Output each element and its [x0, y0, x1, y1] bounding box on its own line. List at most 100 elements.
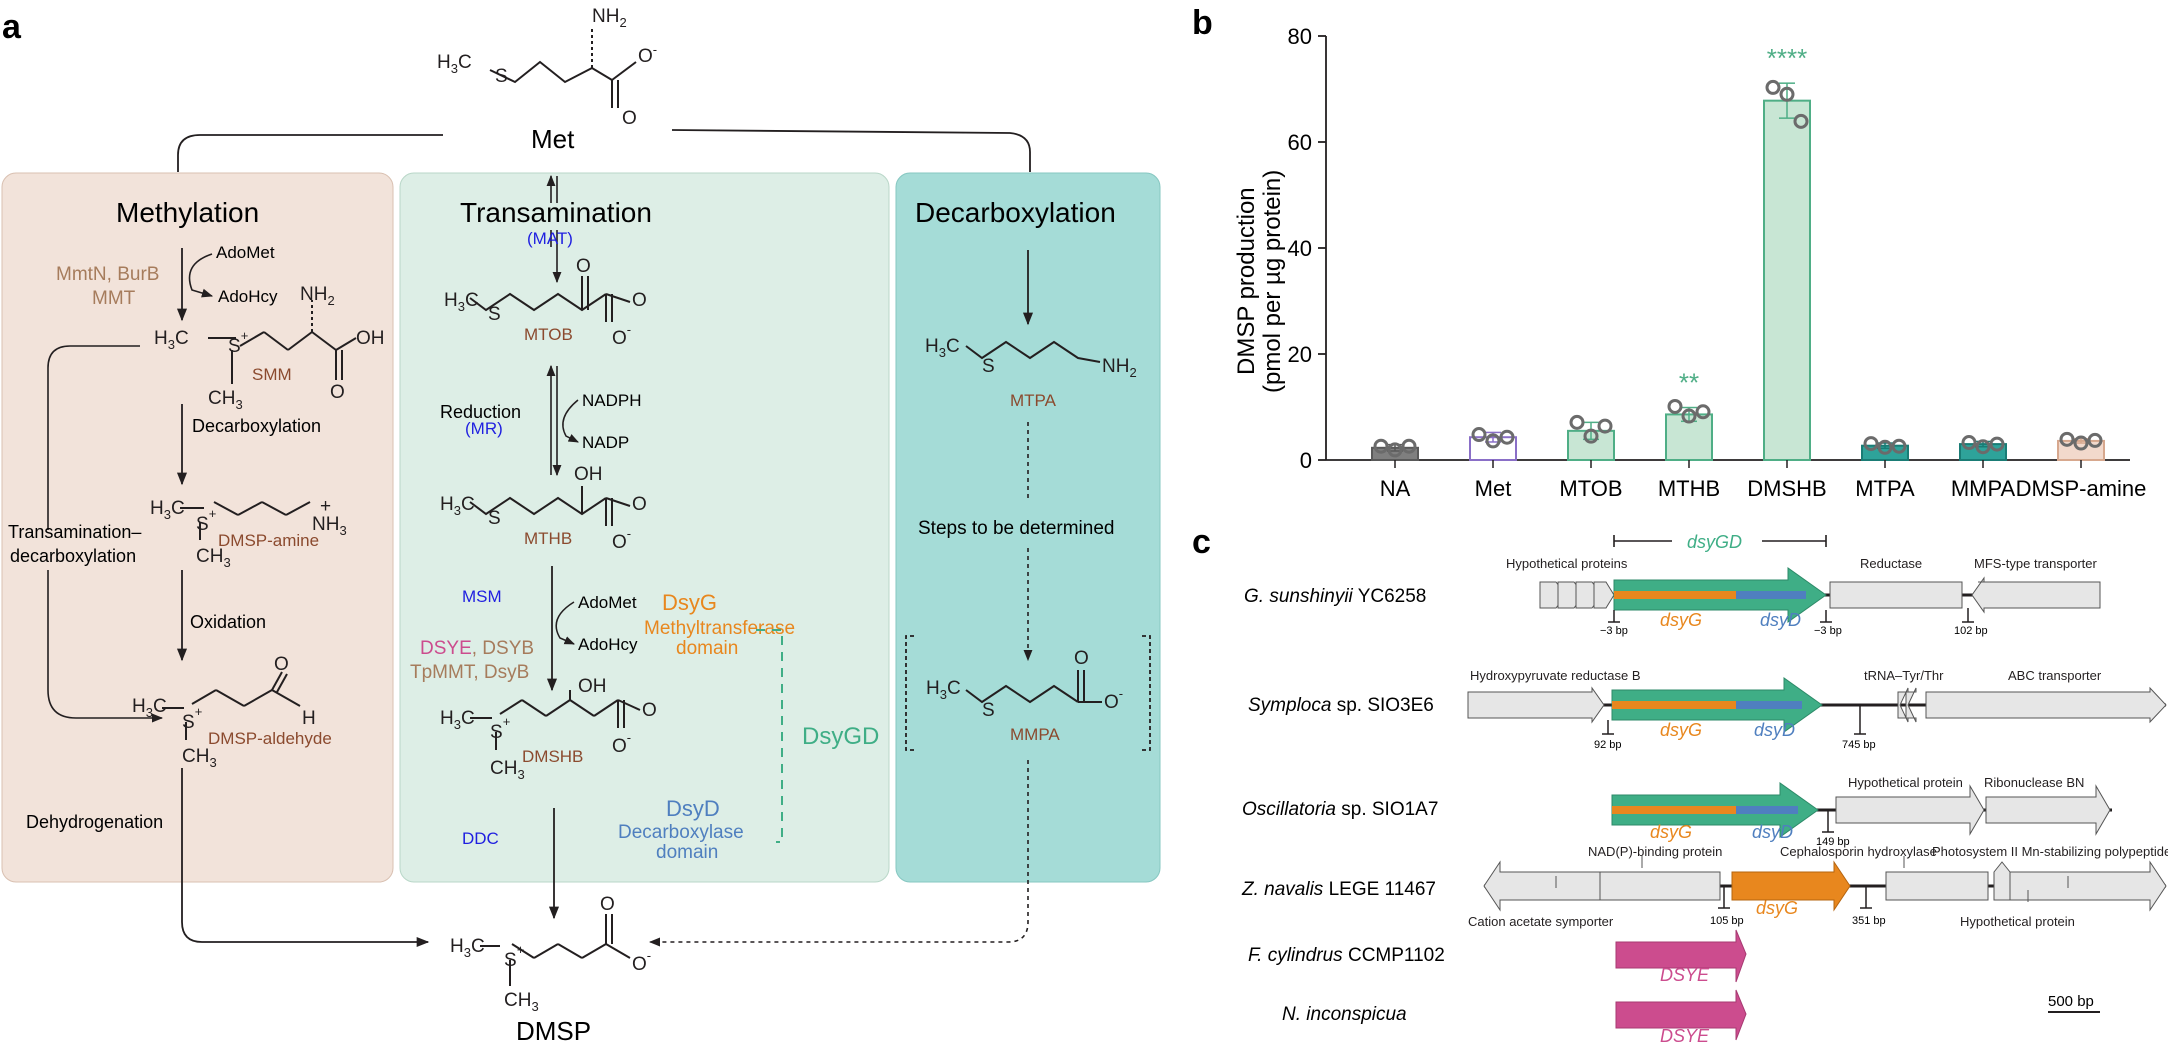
organism-5: F. cylindrus CCMP1102: [1248, 945, 1445, 966]
svg-text:O-: O-: [612, 526, 631, 553]
chart-significance: ******: [1679, 43, 1807, 397]
met-label: Met: [531, 124, 575, 154]
cluster-row-6: DSYE: [1615, 989, 1747, 1046]
svg-text:S: S: [495, 66, 508, 87]
dsye-name: DSYE: [420, 638, 472, 659]
y-tick-label: 80: [1288, 24, 1312, 49]
trans-adohcy: AdoHcy: [578, 635, 638, 654]
data-point: [1793, 113, 1809, 129]
svg-text:CH3: CH3: [504, 990, 539, 1014]
r5-dsye: DSYE: [1660, 965, 1710, 985]
y-tick-label: 40: [1288, 236, 1312, 261]
panel-c-letter: c: [1192, 523, 1211, 561]
r2-trna: tRNA–Tyr/Thr: [1864, 668, 1944, 683]
svg-text:S: S: [488, 304, 501, 325]
svg-text:O: O: [632, 290, 647, 311]
decarboxylation-title: Decarboxylation: [915, 197, 1116, 228]
chart-bars: [1371, 99, 2105, 462]
r1-mfs: MFS-type transporter: [1974, 556, 2097, 571]
transamination-box: [399, 172, 890, 883]
methyltransferase-2: domain: [676, 638, 738, 659]
dmsp-amine-label: DMSP-amine: [218, 531, 319, 550]
met-nh2: NH2: [592, 6, 627, 30]
data-point: [1695, 404, 1711, 420]
reduction-label: Reduction: [440, 402, 521, 422]
r4-dsyg: dsyG: [1756, 898, 1798, 918]
svg-text:O-: O-: [1104, 686, 1123, 713]
r3-rnase: Ribonuclease BN: [1984, 775, 2084, 790]
significance-marker: ****: [1767, 43, 1807, 73]
data-point: [1569, 414, 1585, 430]
svg-text:S: S: [488, 508, 501, 529]
svg-text:O: O: [1074, 648, 1089, 669]
oxidation-label: Oxidation: [190, 612, 266, 632]
svg-text:H3C: H3C: [440, 708, 475, 732]
svg-text:O: O: [274, 654, 289, 675]
x-tick-label: DMSHB: [1747, 476, 1826, 501]
r2-bp1: 92 bp: [1594, 739, 1622, 751]
r4-cat: Cation acetate symporter: [1468, 914, 1614, 929]
svg-text:O-: O-: [632, 948, 651, 975]
smm-label: SMM: [252, 365, 292, 384]
methylation-adomet: AdoMet: [216, 243, 275, 262]
svg-text:O-: O-: [612, 322, 631, 349]
svg-text:O-: O-: [638, 42, 657, 67]
cluster-row-1: Hypothetical proteins Reductase MFS-type…: [1506, 556, 2101, 637]
chart-points: [1373, 79, 2103, 458]
steps-label: Steps to be determined: [918, 518, 1114, 539]
x-tick-label: NA: [1380, 476, 1411, 501]
transamination-title: Transamination: [460, 197, 652, 228]
svg-text:S: S: [982, 700, 995, 721]
scale-bar-label: 500 bp: [2048, 993, 2094, 1010]
data-point: [1597, 418, 1613, 434]
panel-a-letter: a: [2, 8, 22, 46]
cluster-row-2: Hydroxypyruvate reductase B tRNA–Tyr/Thr…: [1467, 668, 2167, 751]
r1-hyp: Hypothetical proteins: [1506, 556, 1628, 571]
organism-4: Z. navalis LEGE 11467: [1241, 879, 1436, 900]
methylation-adohcy: AdoHcy: [218, 287, 278, 306]
data-point: [1373, 438, 1389, 454]
x-tick-label: MTOB: [1559, 476, 1622, 501]
r1-dsyd: dsyD: [1760, 610, 1801, 630]
ddc-label: DDC: [462, 829, 499, 848]
organism-3: Oscillatoria sp. SIO1A7: [1242, 799, 1438, 820]
data-point: [1485, 433, 1501, 449]
dsygd-bracket-label: dsyGD: [1687, 532, 1742, 552]
data-point: [2073, 435, 2089, 451]
organism-6: N. inconspicua: [1282, 1004, 1407, 1025]
r2-bp2: 745 bp: [1842, 739, 1876, 751]
r2-dsyd: dsyD: [1754, 720, 1795, 740]
svg-text:H: H: [302, 708, 316, 729]
r3-dsyg: dsyG: [1650, 822, 1692, 842]
nadph-label: NADPH: [582, 391, 642, 410]
methylation-enzymes-1: MmtN, BurB: [56, 264, 159, 285]
svg-text:O: O: [622, 108, 637, 129]
r2-dsyg: dsyG: [1660, 720, 1702, 740]
methylation-enzymes-2: MMT: [92, 288, 136, 309]
dsye-line: DSYE, DSYB: [420, 638, 534, 659]
r2-hpr: Hydroxypyruvate reductase B: [1470, 668, 1641, 683]
svg-text:OH: OH: [356, 328, 385, 349]
svg-text:+: +: [320, 496, 331, 517]
x-tick-label: MMPA: [1951, 476, 2016, 501]
data-point: [1667, 398, 1683, 414]
data-point: [1401, 438, 1417, 454]
r4-nad: NAD(P)-binding protein: [1588, 844, 1722, 859]
dmshb-label: DMSHB: [522, 747, 583, 766]
r1-bp2: −3 bp: [1814, 625, 1842, 637]
decarboxylase-1: Decarboxylase: [618, 822, 744, 843]
cluster-row-5: DSYE: [1615, 929, 1747, 985]
msm-label: MSM: [462, 587, 502, 606]
methylation-box: [1, 172, 394, 883]
organism-1: G. sunshinyii YC6258: [1244, 586, 1426, 607]
chart-ylabel: DMSP production: [1233, 187, 1260, 375]
data-point: [1975, 439, 1991, 455]
r2-abc: ABC transporter: [2008, 668, 2102, 683]
mat-label: (MAT): [527, 229, 573, 248]
transam-decarb-label-2: decarboxylation: [10, 546, 136, 566]
mmpa-label: MMPA: [1010, 725, 1060, 744]
dehydrogenation-label: Dehydrogenation: [26, 812, 163, 832]
chart-error-bars: [1387, 82, 2089, 452]
met-structure: [489, 28, 637, 108]
